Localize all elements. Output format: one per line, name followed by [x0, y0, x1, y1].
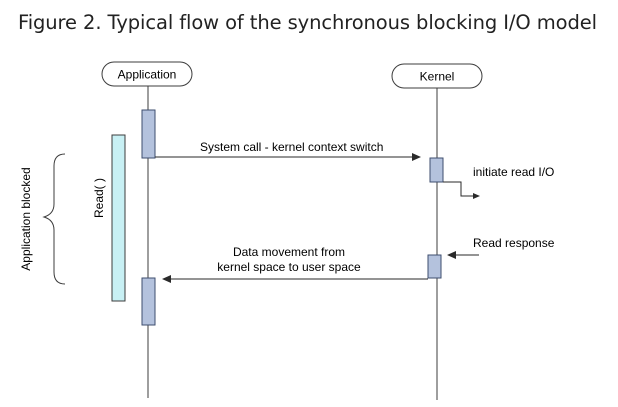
read-blocked-bar — [111, 134, 126, 302]
application-participant-box — [101, 61, 193, 87]
read-response-label: Read response — [473, 236, 555, 250]
figure-title: Figure 2. Typical flow of the synchronou… — [18, 11, 597, 34]
kernel-activation-bar-bottom — [427, 254, 442, 279]
application-blocked-brace — [42, 153, 66, 285]
initiate-read-arrow — [443, 181, 473, 197]
kernel-activation-bar-top — [429, 157, 444, 183]
initiate-read-label: initiate read I/O — [473, 165, 554, 179]
application-participant-label: Application — [118, 68, 177, 82]
application-activation-bar-bottom — [141, 277, 156, 326]
application-blocked-label: Application blocked — [19, 167, 33, 270]
data-movement-label-line1: Data movement from — [233, 245, 345, 259]
kernel-participant-label: Kernel — [420, 70, 455, 84]
read-call-label: Read( ) — [92, 178, 106, 218]
system-call-label: System call - kernel context switch — [200, 140, 383, 154]
data-movement-label-line2: kernel space to user space — [217, 260, 361, 274]
initiate-read-arrowhead — [473, 193, 480, 199]
application-activation-bar-top — [141, 109, 156, 159]
